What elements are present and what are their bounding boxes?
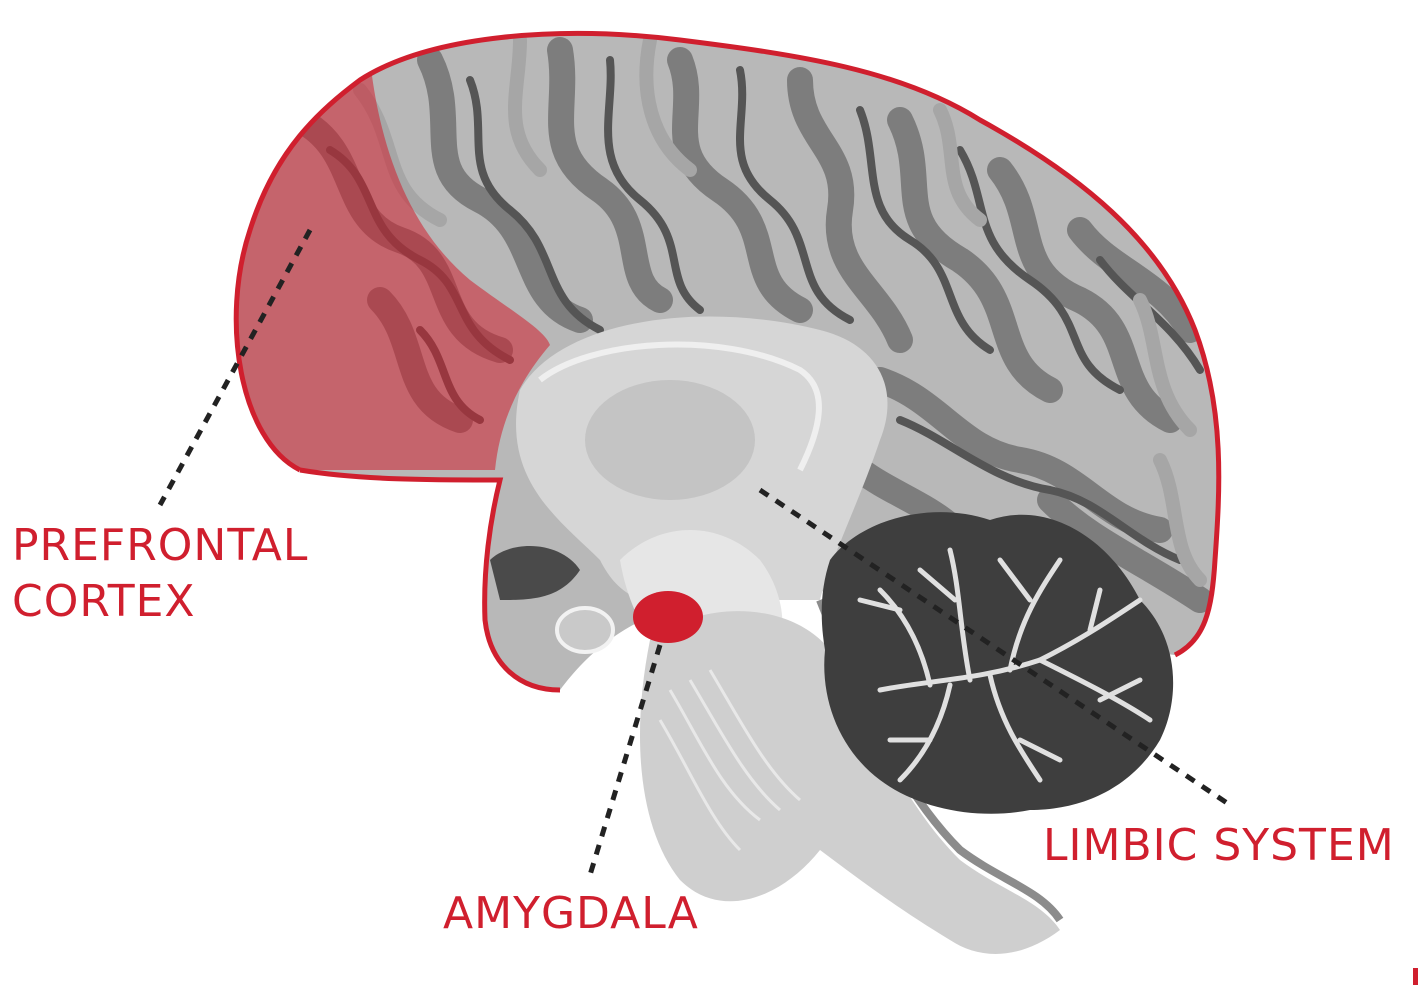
amygdala-marker (633, 591, 703, 643)
prefrontal-label-line1: PREFRONTAL (12, 518, 308, 574)
prefrontal-label-line2: CORTEX (12, 574, 308, 630)
prefrontal-cortex-label: PREFRONTAL CORTEX (12, 518, 308, 630)
thalamus (585, 380, 755, 500)
limbic-system-label: LIMBIC SYSTEM (1043, 818, 1395, 874)
amygdala-label: AMYGDALA (443, 886, 699, 942)
pituitary (557, 608, 613, 652)
corner-mark (1413, 968, 1418, 985)
